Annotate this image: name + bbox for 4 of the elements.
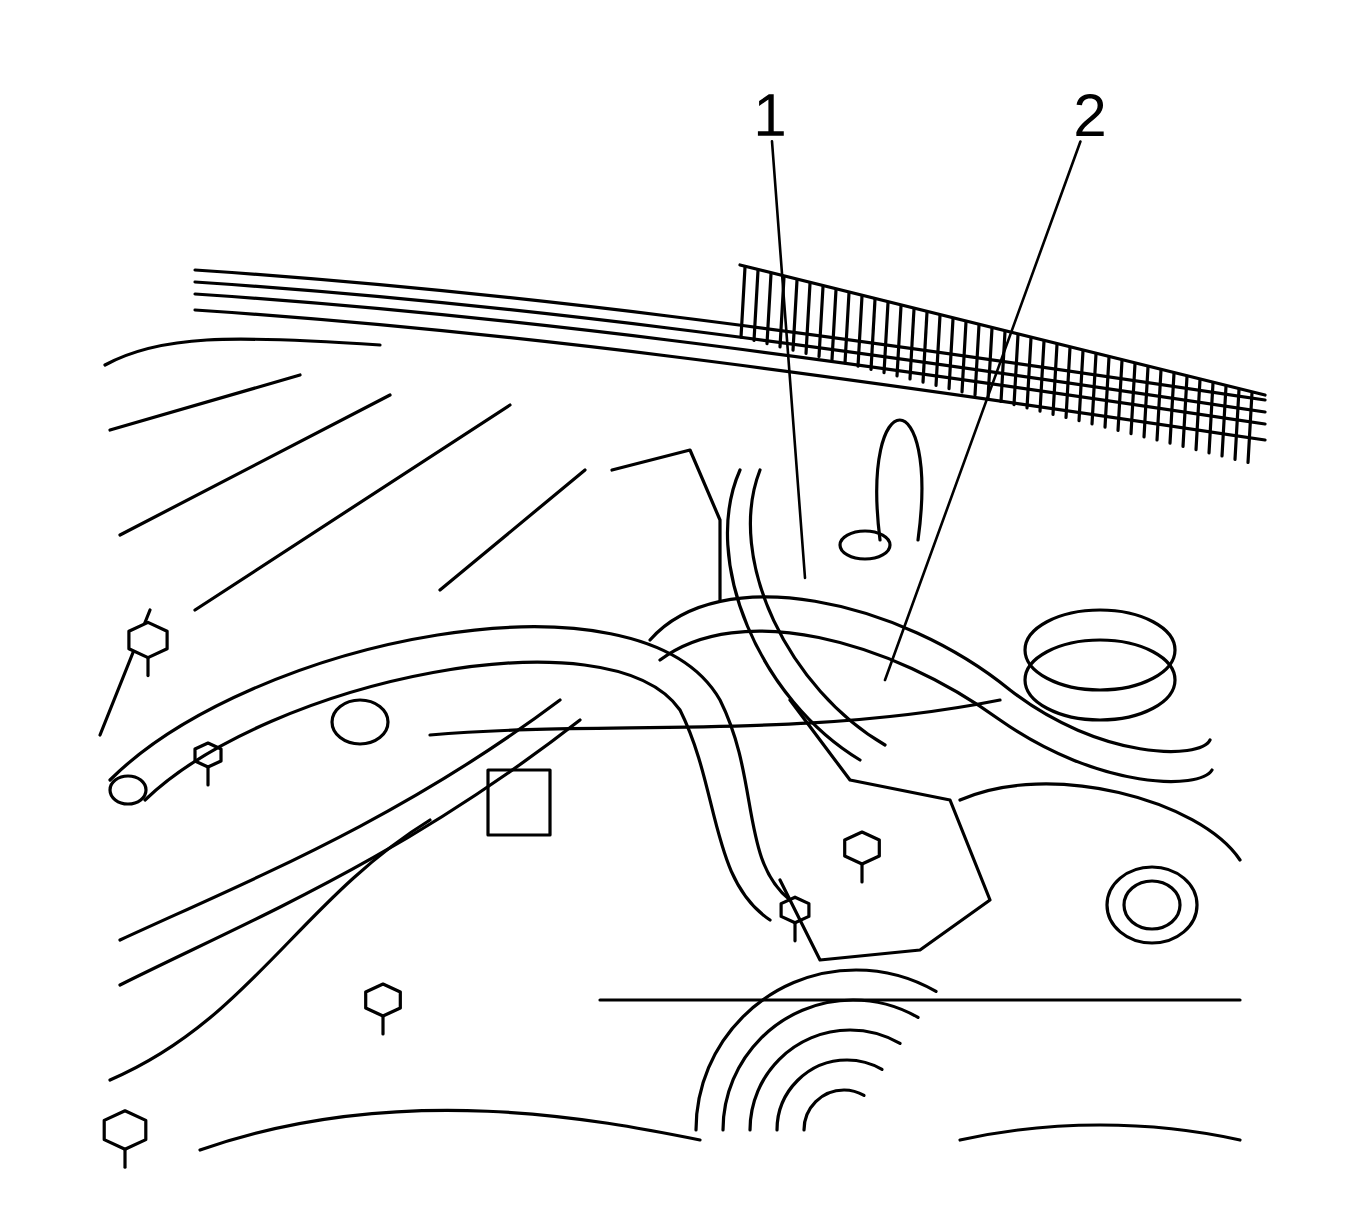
leader-line [883,140,1082,682]
callout-number: 2 [1076,94,1104,136]
leader-line [770,139,807,580]
callout-number: 1 [757,94,784,136]
